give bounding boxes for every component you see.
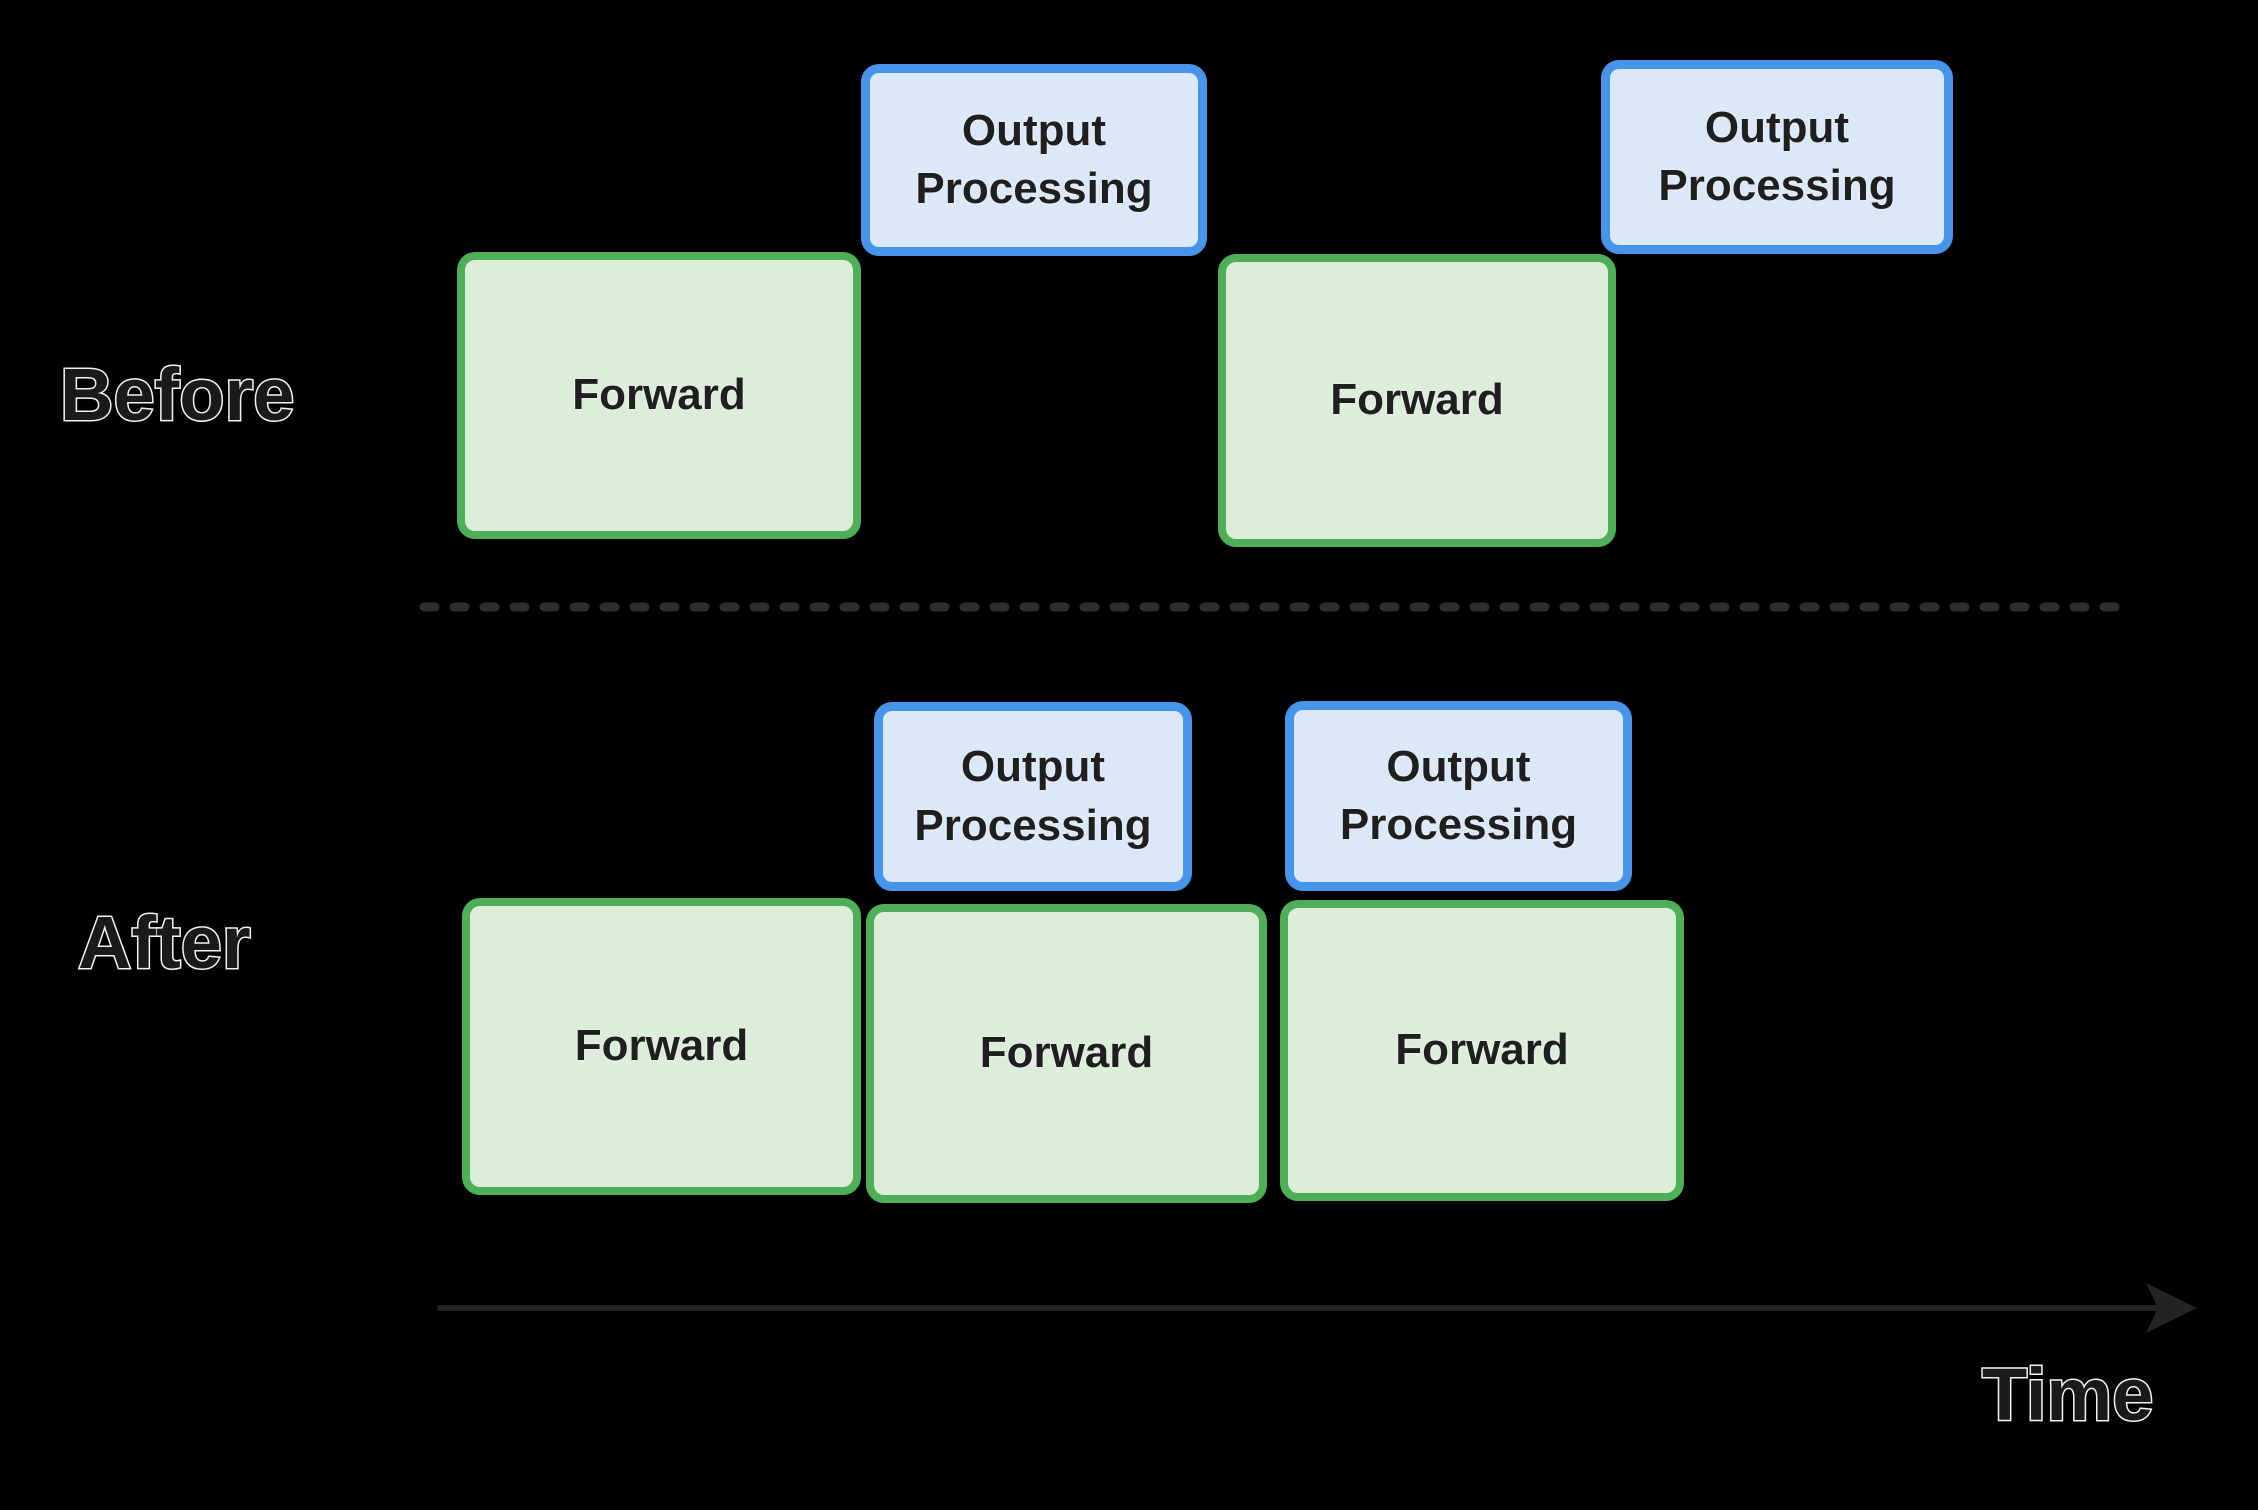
block-label: Output Processing: [914, 742, 1152, 850]
block-label: Output Processing: [915, 105, 1153, 213]
block-label: Forward: [574, 1021, 749, 1071]
after-forward-block-1: Forward: [462, 898, 861, 1195]
time-axis-arrowhead: [2146, 1283, 2197, 1333]
after-output-processing-block-1: Output Processing: [874, 702, 1192, 891]
before-row-label: Before: [58, 352, 295, 438]
block-label: Forward: [572, 370, 746, 420]
before-output-processing-block-1: Output Processing: [861, 64, 1207, 256]
time-axis-label: Time: [1980, 1352, 2154, 1438]
block-label: Output Processing: [1339, 741, 1578, 849]
block-label: Output Processing: [1658, 102, 1896, 210]
before-forward-block-1: Forward: [457, 252, 861, 539]
after-output-processing-block-2: Output Processing: [1285, 701, 1632, 891]
after-forward-block-3: Forward: [1280, 900, 1684, 1201]
after-forward-block-2: Forward: [866, 904, 1267, 1203]
before-output-processing-block-2: Output Processing: [1601, 60, 1953, 254]
before-forward-block-2: Forward: [1218, 254, 1616, 547]
block-label: Forward: [1395, 1025, 1569, 1075]
after-row-label: After: [77, 900, 253, 986]
block-label: Forward: [979, 1028, 1154, 1078]
block-label: Forward: [1330, 375, 1504, 425]
